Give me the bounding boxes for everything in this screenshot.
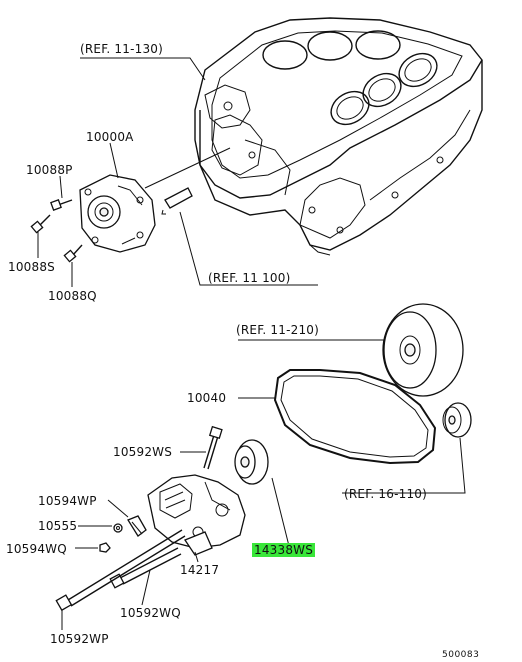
leader-10088P xyxy=(59,175,63,199)
label-ref-11-100: (REF. 11 100) xyxy=(208,271,291,285)
bolt-10592WS xyxy=(203,425,223,470)
label-10088P: 10088P xyxy=(26,163,73,177)
drive-belt xyxy=(273,369,437,465)
label-10000A: 10000A xyxy=(86,130,134,144)
leader-10594WP xyxy=(107,499,129,518)
pump-mount-line xyxy=(144,147,231,189)
label-10555: 10555 xyxy=(38,519,78,533)
bolt-10594WP xyxy=(127,515,147,537)
label-10592WP: 10592WP xyxy=(50,632,109,646)
label-10594WP: 10594WP xyxy=(38,494,97,508)
leader-14217 xyxy=(194,551,199,563)
label-ref-16-110: (REF. 16-110) xyxy=(344,487,427,501)
bolt-10088Q xyxy=(63,244,83,263)
leader-ref-11-100 xyxy=(179,211,318,286)
bolt-10592WQ xyxy=(109,547,182,589)
crank-pulley xyxy=(382,303,464,397)
diagram-code: 500083 xyxy=(442,650,480,660)
leader-ref-11-130 xyxy=(80,57,206,81)
label-14217: 14217 xyxy=(180,563,220,577)
bolt-10592WP xyxy=(55,529,186,612)
label-10088S: 10088S xyxy=(8,260,55,274)
label-10040: 10040 xyxy=(187,391,227,405)
nut-10594WQ xyxy=(99,542,111,553)
leader-14338WS xyxy=(258,477,291,551)
leader-10592WQ xyxy=(141,569,151,606)
label-10592WQ: 10592WQ xyxy=(120,606,181,620)
leader-ref-16-110 xyxy=(342,437,466,494)
label-10592WS: 10592WS xyxy=(113,445,173,459)
gasket xyxy=(161,187,193,215)
tensioner-bracket xyxy=(147,474,246,556)
label-10594WQ: 10594WQ xyxy=(6,542,67,556)
leader-10000A xyxy=(109,142,119,179)
label-14338WS-text: 14338WS xyxy=(252,543,316,557)
bolt-10088P xyxy=(50,199,73,211)
label-ref-11-130: (REF. 11-130) xyxy=(80,42,163,56)
bolt-10088S xyxy=(30,214,51,234)
engine-block xyxy=(194,17,483,256)
washer-10555 xyxy=(113,523,123,533)
label-ref-11-210: (REF. 11-210) xyxy=(236,323,319,337)
label-14338WS: 14338WS xyxy=(252,543,316,557)
label-10088Q: 10088Q xyxy=(48,289,97,303)
water-pump xyxy=(79,174,156,253)
idler-pulley xyxy=(442,402,472,438)
tensioner-pulley xyxy=(234,439,269,485)
